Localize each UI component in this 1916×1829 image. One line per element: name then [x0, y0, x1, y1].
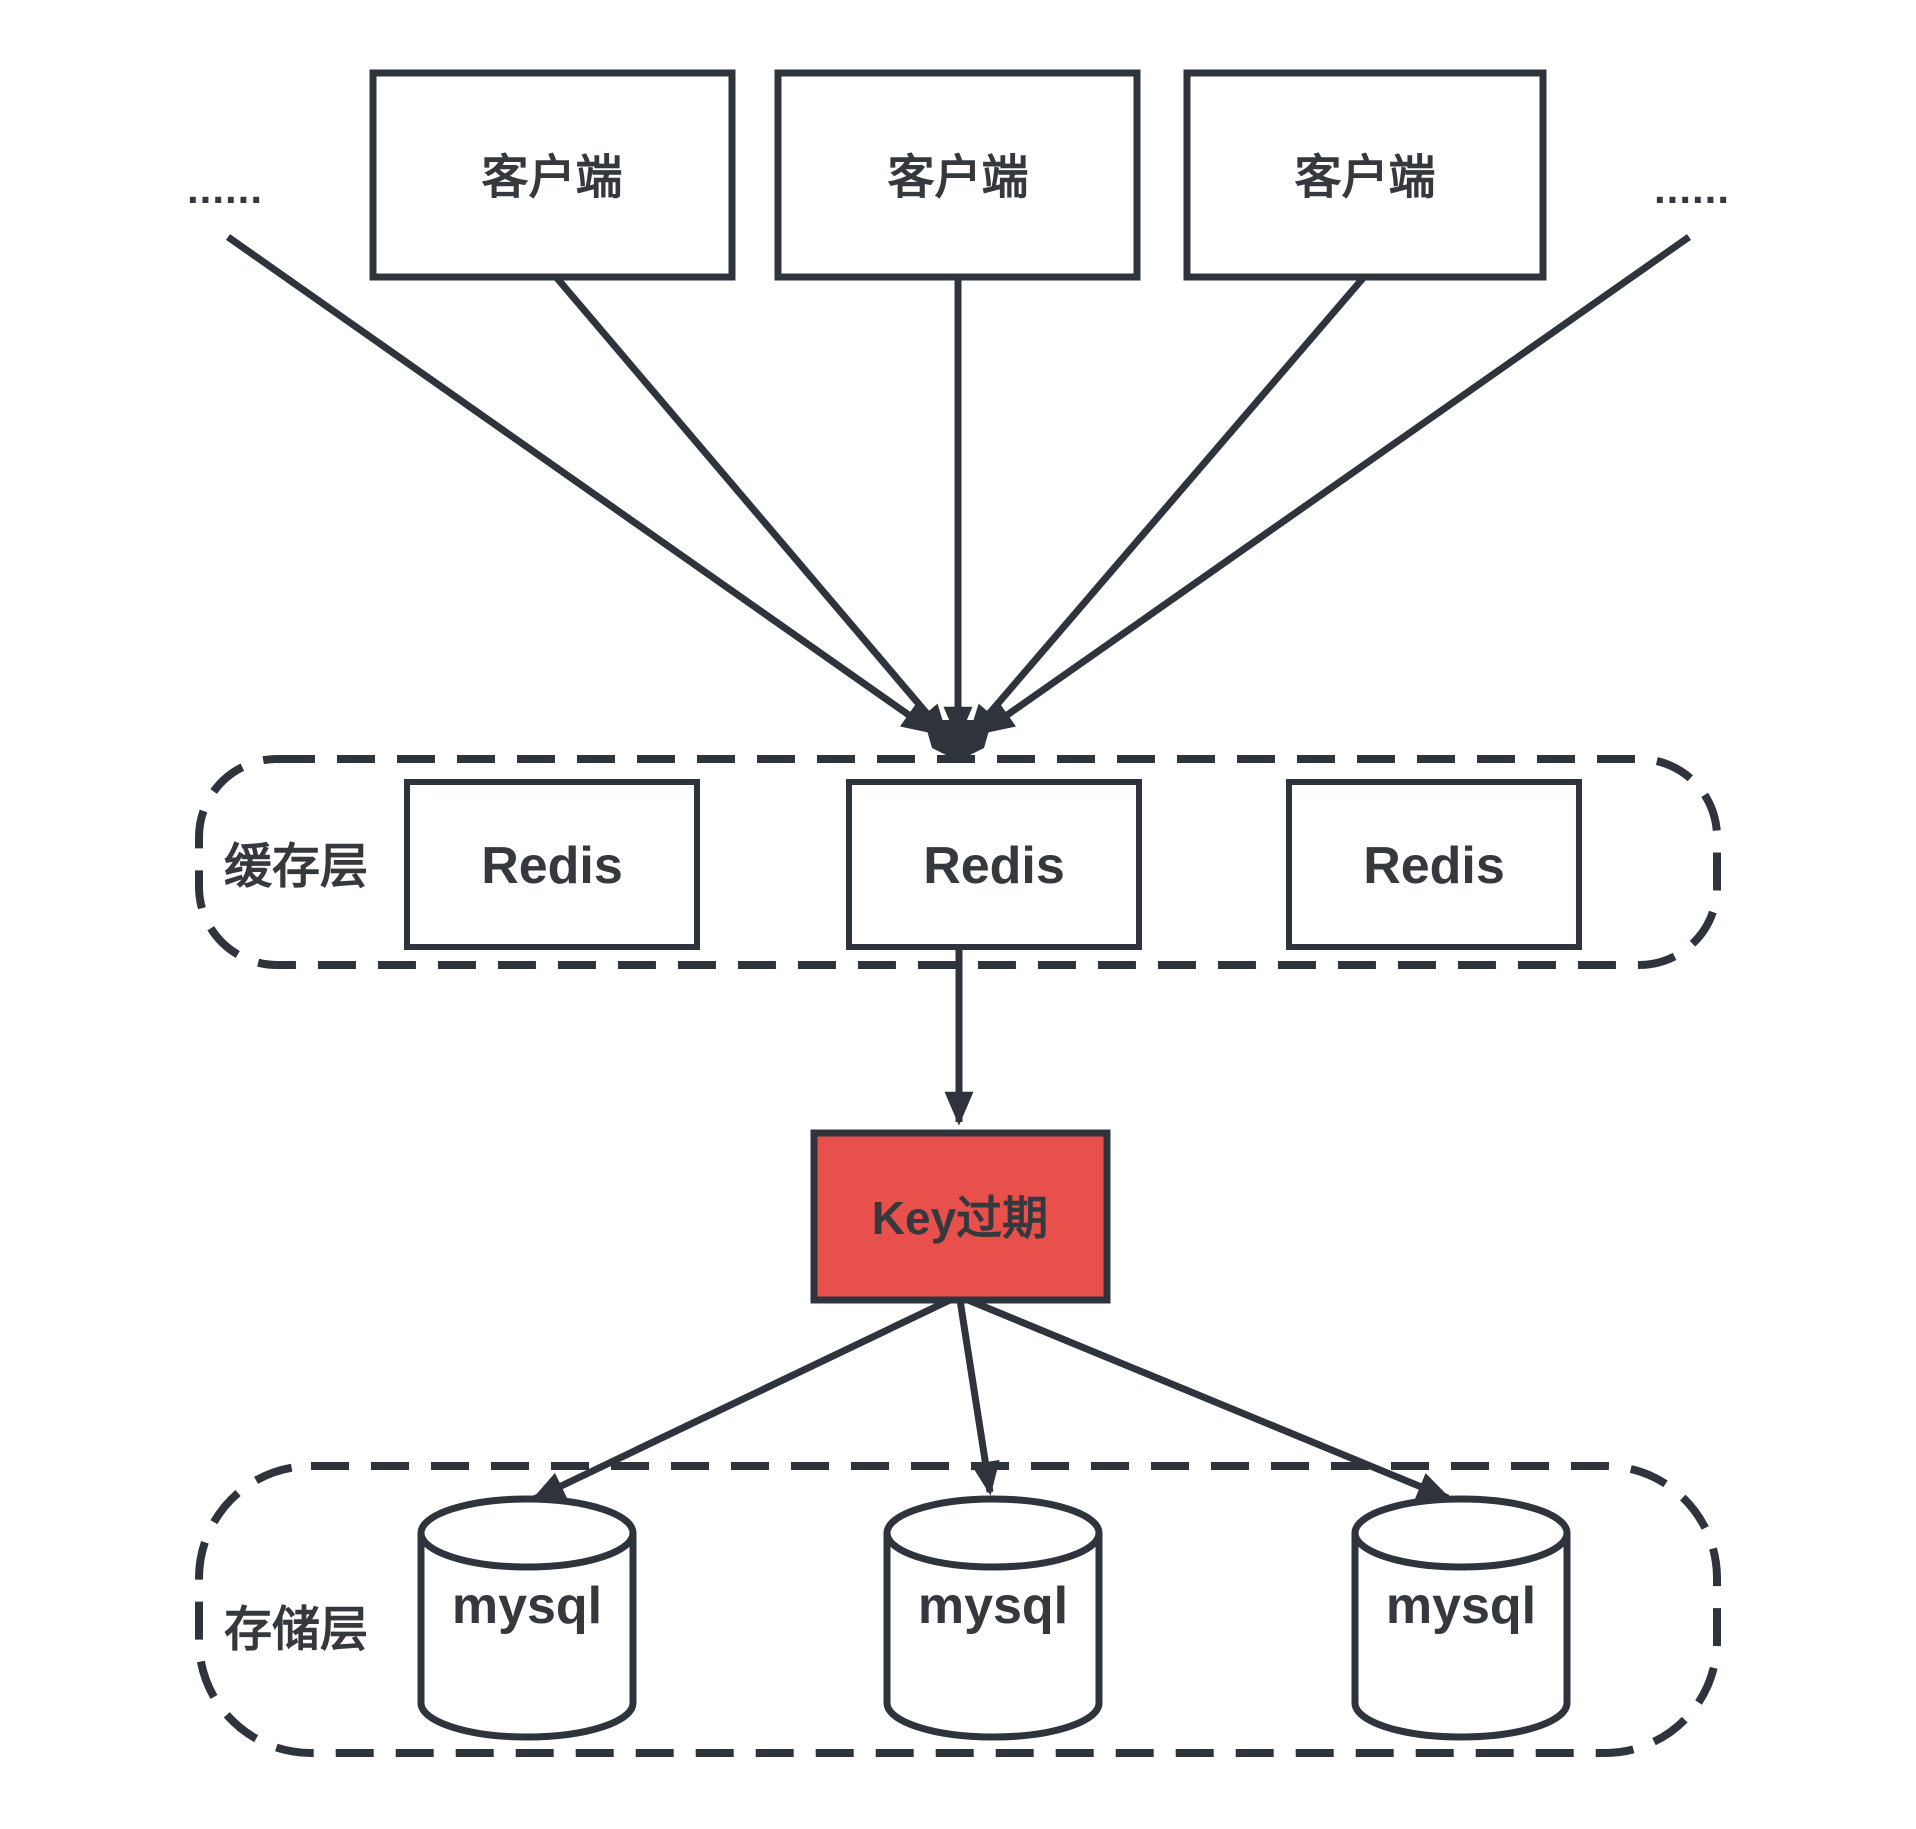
- ellipsis-right: ......: [1654, 165, 1730, 212]
- connector-client-1: [553, 274, 949, 739]
- ellipsis-left: ......: [187, 165, 263, 212]
- redis-label-2: Redis: [923, 837, 1065, 895]
- key-expired-box: [810, 1129, 1111, 1304]
- storage-layer-label: 存储层: [224, 1604, 368, 1657]
- arrowhead-cluster: [924, 720, 992, 761]
- connector-ellipsis-right: [980, 234, 1692, 735]
- redis-label-3: Redis: [1363, 837, 1505, 895]
- client-box-2: [774, 69, 1141, 281]
- mysql-label-1: mysql: [452, 1577, 602, 1635]
- client-label-2: 客户端: [888, 151, 1029, 204]
- connector-key-to-mysql-2: [956, 1299, 1000, 1496]
- client-box-3: [1183, 69, 1547, 281]
- mysql-label-3: mysql: [1386, 1577, 1536, 1635]
- cache-layer-label: 缓存层: [224, 841, 368, 894]
- client-label-1: 客户端: [482, 151, 623, 204]
- connector-client-3: [967, 274, 1367, 739]
- mysql-cylinder-3: [1351, 1495, 1571, 1741]
- redis-label-1: Redis: [481, 837, 623, 895]
- connector-ellipsis-left: [225, 234, 936, 735]
- redis-box-3: [1286, 779, 1582, 950]
- mysql-cylinder-1: [417, 1495, 637, 1741]
- redis-box-1: [404, 779, 700, 950]
- connector-key-to-mysql-3: [966, 1296, 1452, 1502]
- client-box-1: [369, 69, 736, 281]
- mysql-label-2: mysql: [918, 1577, 1068, 1635]
- mysql-cylinder-2: [883, 1495, 1103, 1741]
- key-to-storage-lines: [530, 1296, 1452, 1503]
- connector-key-to-mysql-1: [530, 1296, 952, 1503]
- client-connector-lines: [225, 234, 1692, 741]
- storage-layer-container: [195, 1462, 1721, 1757]
- client-label-3: 客户端: [1295, 151, 1436, 204]
- key-expired-label: Key过期: [872, 1192, 1048, 1244]
- redis-box-2: [846, 779, 1142, 950]
